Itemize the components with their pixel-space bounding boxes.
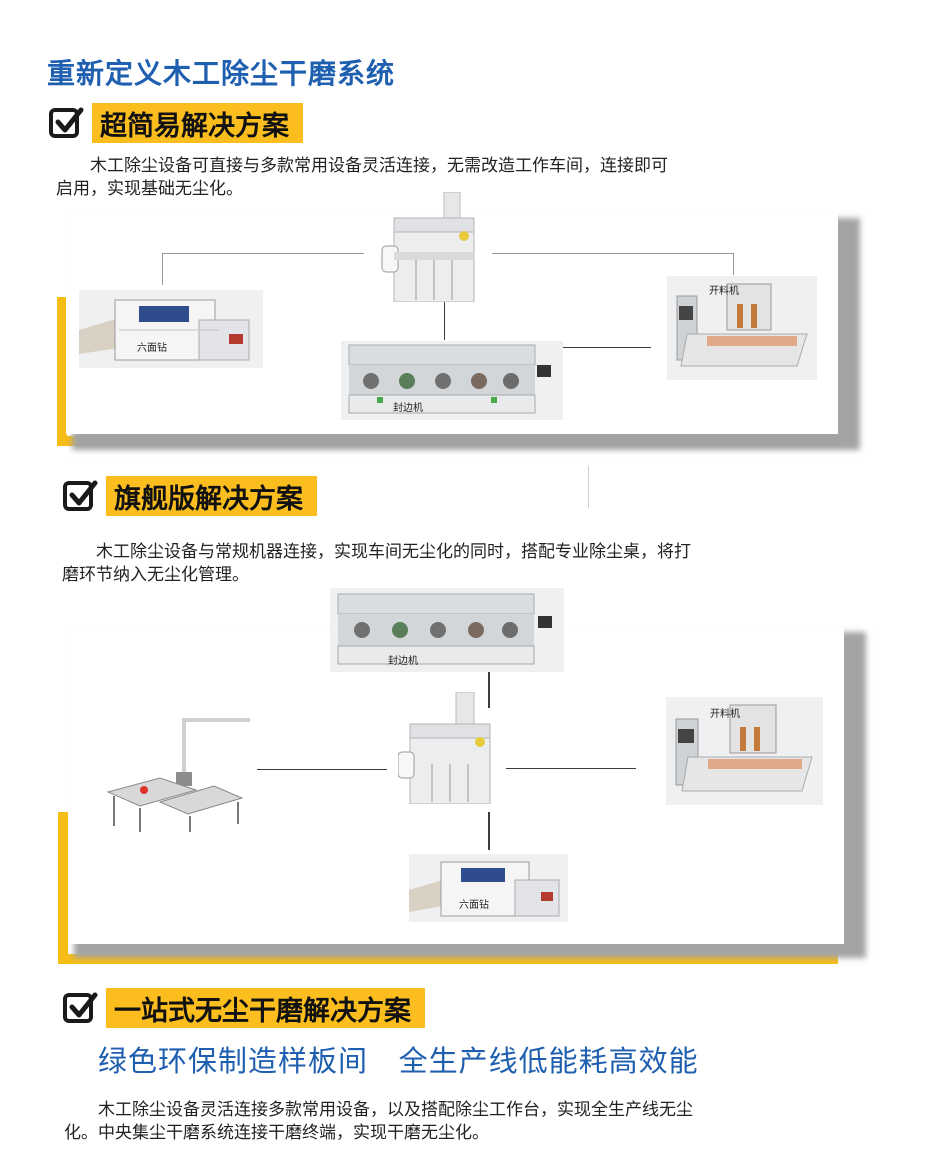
connector-line [162, 253, 163, 285]
slogan: 绿色环保制造样板间 全生产线低能耗高效能 [98, 1044, 699, 1078]
section-heading-simple: 超简易解决方案 [48, 103, 303, 143]
divider [588, 466, 589, 508]
connector-line [488, 812, 490, 850]
section-paragraph: 木工除尘设备灵活连接多款常用设备，以及搭配除尘工作台，实现全生产线无尘 化。中央… [64, 1099, 854, 1145]
frame-accent-bar [57, 297, 67, 445]
section-paragraph: 木工除尘设备可直接与多款常用设备灵活连接，无需改造工作车间，连接即可 启用，实现… [56, 155, 846, 201]
machine-label: 六面钻 [137, 343, 167, 354]
page-title: 重新定义木工除尘干磨系统 [47, 57, 396, 90]
dust-collector-image [380, 192, 488, 302]
machine-label: 封边机 [388, 656, 418, 667]
frame-accent-bar [58, 954, 838, 964]
section-heading-label: 一站式无尘干磨解决方案 [106, 988, 425, 1028]
six-side-drill-image: 六面钻 [409, 854, 568, 922]
section-heading-one-stop: 一站式无尘干磨解决方案 [62, 988, 425, 1028]
connector-line [563, 347, 651, 348]
connector-line [257, 769, 387, 770]
paragraph-line: 木工除尘设备与常规机器连接，实现车间无尘化的同时，搭配专业除尘桌，将打 [96, 542, 691, 562]
section-heading-label: 超简易解决方案 [92, 103, 303, 143]
edge-bander-image: 封边机 [341, 341, 563, 420]
paragraph-line: 木工除尘设备可直接与多款常用设备灵活连接，无需改造工作车间，连接即可 [90, 156, 668, 176]
machine-label: 开料机 [710, 709, 740, 720]
connector-line [506, 768, 636, 769]
six-side-drill-image: 六面钻 [79, 290, 263, 368]
frame-accent-bar [58, 812, 68, 964]
machine-label: 六面钻 [459, 900, 489, 911]
edge-bander-image: 封边机 [330, 588, 564, 672]
connector-line [492, 253, 734, 254]
check-box-icon [48, 105, 84, 141]
section-heading-flagship: 旗舰版解决方案 [62, 476, 317, 516]
check-box-icon [62, 478, 98, 514]
paragraph-line: 磨环节纳入无尘化管理。 [62, 565, 249, 585]
cnc-cutter-image: 开料机 [666, 697, 823, 805]
paragraph-line: 启用，实现基础无尘化。 [56, 179, 243, 199]
connector-line [733, 253, 734, 275]
connector-line [444, 300, 445, 340]
paragraph-line: 木工除尘设备灵活连接多款常用设备，以及搭配除尘工作台，实现全生产线无尘 [98, 1100, 693, 1120]
cnc-cutter-image: 开料机 [667, 276, 817, 380]
connector-line [162, 253, 364, 254]
section-paragraph: 木工除尘设备与常规机器连接，实现车间无尘化的同时，搭配专业除尘桌，将打 磨环节纳… [62, 541, 852, 587]
dust-table-image [104, 716, 254, 834]
dust-collector-image [398, 692, 506, 804]
connector-line [488, 666, 490, 708]
machine-label: 开料机 [709, 286, 739, 297]
section-heading-label: 旗舰版解决方案 [106, 476, 317, 516]
paragraph-line: 化。中央集尘干磨系统连接干磨终端，实现干磨无尘化。 [64, 1123, 489, 1143]
check-box-icon [62, 990, 98, 1026]
machine-label: 封边机 [393, 403, 423, 414]
